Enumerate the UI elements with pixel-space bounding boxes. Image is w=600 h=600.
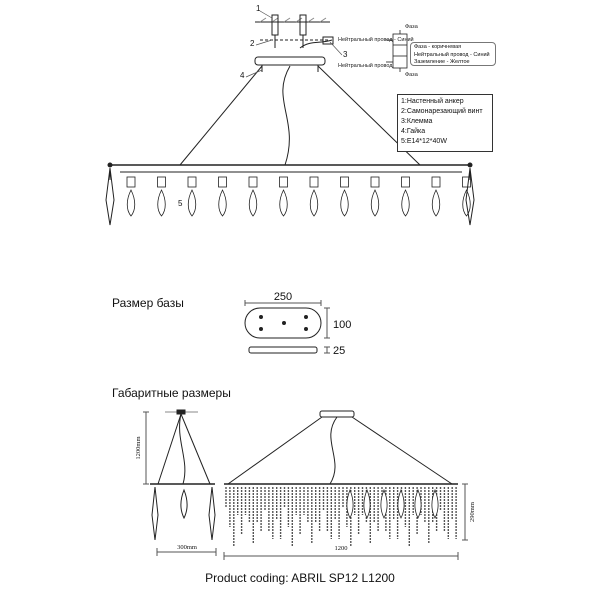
wiring-note-left-bottom: Нейтральный провод bbox=[338, 63, 393, 69]
candle-bulb bbox=[363, 488, 371, 519]
bulb-socket bbox=[279, 176, 288, 188]
candle-bulb bbox=[431, 488, 439, 519]
bulb-socket bbox=[309, 176, 319, 188]
candle-bulb bbox=[414, 488, 422, 519]
base-plate-side bbox=[248, 346, 318, 354]
front-view-cable bbox=[227, 416, 323, 485]
base-size-heading: Размер базы bbox=[112, 296, 184, 310]
bulb-socket bbox=[401, 176, 410, 188]
legend-item: 1:Настенный анкер bbox=[401, 98, 464, 105]
legend-item: 2:Самонарезающий винт bbox=[401, 108, 483, 115]
legend-item: 5:E14*12*40W bbox=[401, 138, 447, 145]
base-depth-label: 100 bbox=[333, 319, 351, 331]
front-view-cable bbox=[351, 416, 453, 485]
overall-dimensions-heading: Габаритные размеры bbox=[112, 386, 231, 400]
bulb-row-front bbox=[346, 488, 439, 519]
legend-item: 4:Гайка bbox=[401, 128, 426, 135]
side-view-bulb bbox=[180, 488, 188, 520]
bulb-socket bbox=[187, 176, 197, 188]
bulb-socket bbox=[248, 176, 258, 188]
wiring-color-row: Фаза - коричневая bbox=[414, 44, 462, 50]
canopy bbox=[254, 56, 326, 66]
candle-bulb bbox=[431, 189, 441, 217]
candle-bulb bbox=[157, 189, 166, 217]
power-cord bbox=[282, 65, 291, 166]
terminal-block bbox=[322, 36, 334, 45]
wiring-color-box: Фаза - коричневая Нейтральный провод - С… bbox=[410, 42, 496, 66]
candle-bulb bbox=[309, 189, 319, 217]
bulb-socket bbox=[126, 176, 136, 188]
side-crystal-left bbox=[105, 167, 115, 226]
callout-3: 3 bbox=[343, 50, 348, 59]
callout-4: 4 bbox=[240, 71, 245, 80]
front-view-canopy bbox=[319, 410, 355, 418]
wiring-color-row: Заземление - Желтое bbox=[414, 59, 470, 65]
side-view-cable bbox=[157, 413, 182, 485]
candle-bulb bbox=[380, 488, 388, 519]
wiring-color-row: Нейтральный провод - Синий bbox=[414, 51, 490, 58]
candle-bulb bbox=[397, 488, 405, 519]
suspension-cable-left bbox=[179, 65, 263, 166]
bulb-socket bbox=[218, 176, 227, 188]
side-view-crystal bbox=[208, 486, 216, 541]
base-width-label: 250 bbox=[274, 291, 292, 303]
candle-bulb bbox=[126, 189, 136, 217]
length-label: 1200 bbox=[335, 545, 348, 552]
candle-bulb bbox=[346, 488, 354, 519]
legend-item: 3:Клемма bbox=[401, 118, 433, 125]
side-view-cable bbox=[180, 413, 211, 485]
wiring-note-bottom-right: Фаза bbox=[405, 72, 418, 78]
base-height-label: 25 bbox=[333, 345, 345, 357]
bulb-socket bbox=[340, 176, 349, 188]
wall-anchor-part bbox=[299, 14, 307, 36]
bulb-socket bbox=[431, 176, 441, 188]
side-width-label: 300mm bbox=[177, 544, 197, 551]
wiring-note-top-right: Фаза bbox=[405, 24, 418, 30]
bulb-socket bbox=[370, 176, 380, 188]
terminal-wire bbox=[299, 39, 333, 49]
candle-bulb bbox=[187, 189, 197, 217]
drop-label: 1200mm bbox=[135, 436, 142, 459]
side-view-crystal bbox=[151, 486, 159, 541]
bulb-socket bbox=[157, 176, 166, 188]
candle-bulb bbox=[401, 189, 410, 217]
candle-bulb bbox=[218, 189, 227, 217]
crystal-curtain bbox=[225, 487, 457, 547]
parts-legend: 1:Настенный анкер 2:Самонарезающий винт … bbox=[397, 94, 493, 152]
candle-bulb bbox=[462, 189, 471, 217]
side-crystal-right bbox=[465, 167, 475, 226]
bulb-row-top bbox=[126, 176, 471, 217]
callout-1: 1 bbox=[256, 4, 261, 13]
candle-bulb bbox=[370, 189, 380, 217]
base-plate-top bbox=[244, 307, 322, 339]
callout-5: 5 bbox=[178, 199, 183, 208]
candle-bulb bbox=[340, 189, 349, 217]
wiring-note-left-top: Нейтральный провод - Синий bbox=[338, 37, 414, 43]
height-label: 290mm bbox=[469, 502, 476, 522]
candle-bulb bbox=[279, 189, 288, 217]
callout-2: 2 bbox=[250, 39, 255, 48]
bulb-socket bbox=[462, 176, 471, 188]
product-coding-caption: Product coding: ABRIL SP12 L1200 bbox=[205, 571, 395, 585]
candle-bulb bbox=[248, 189, 258, 217]
